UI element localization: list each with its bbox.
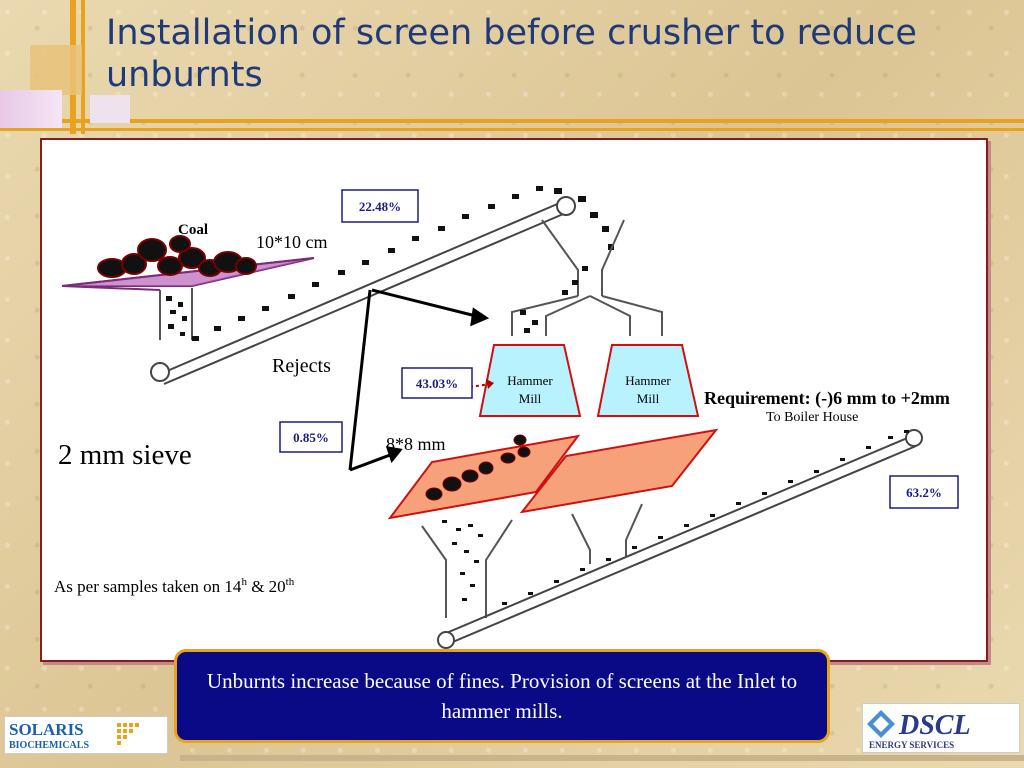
reject-arrows bbox=[348, 288, 490, 472]
solaris-logo-line2: BIOCHEMICALS bbox=[9, 740, 89, 751]
samples-text: As per samples taken on 14 bbox=[54, 577, 242, 596]
diagram-panel: Hammer Mill Hammer Mill bbox=[40, 138, 988, 662]
mill-inlet-arrow bbox=[469, 379, 494, 389]
hammer-mill-1-label-bottom: Mill bbox=[519, 391, 542, 406]
frame-horizontal-bar-2 bbox=[0, 128, 1024, 131]
samples-note: As per samples taken on 14h & 20th bbox=[54, 576, 295, 596]
boiler-label: To Boiler House bbox=[766, 410, 858, 425]
dscl-logo-line1: DSCL bbox=[898, 710, 971, 741]
screen-fines bbox=[442, 520, 483, 601]
pct-box-rejects: 0.85% bbox=[279, 421, 343, 453]
dscl-diamond-icon bbox=[867, 710, 895, 738]
lower-conveyor bbox=[437, 429, 923, 649]
pct-rejects: 0.85% bbox=[293, 430, 329, 445]
frame-vertical-bar-2 bbox=[81, 0, 85, 134]
bottom-strip bbox=[180, 755, 1024, 761]
screen-2 bbox=[519, 428, 719, 514]
summary-callout: Unburnts increase because of fines. Prov… bbox=[174, 649, 830, 743]
chute-material bbox=[520, 266, 588, 333]
lower-conveyor-material bbox=[502, 430, 909, 605]
dscl-logo-line2: ENERGY SERVICES bbox=[869, 740, 954, 750]
conveyor-material bbox=[192, 186, 614, 341]
hopper-fines bbox=[166, 296, 187, 336]
frame-horizontal-bar-1 bbox=[0, 119, 1024, 123]
solaris-logo-line1: SOLARIS bbox=[9, 720, 84, 739]
decor-rect-lilac bbox=[90, 95, 130, 123]
pct-conveyor-top: 22.48% bbox=[359, 199, 401, 214]
screen-lumps bbox=[425, 434, 531, 501]
samples-sup-1: h bbox=[241, 576, 247, 588]
samples-sup-2: th bbox=[286, 576, 295, 588]
samples-mid: & 20 bbox=[247, 577, 286, 596]
fines-funnel bbox=[421, 519, 513, 618]
hammer-mill-2-label-top: Hammer bbox=[625, 373, 671, 388]
solaris-logo: SOLARIS BIOCHEMICALS bbox=[4, 716, 168, 754]
process-diagram: Hammer Mill Hammer Mill bbox=[54, 186, 959, 649]
slide-title: Installation of screen before crusher to… bbox=[106, 13, 917, 95]
hammer-mill-2-label-bottom: Mill bbox=[637, 391, 660, 406]
screen-2-funnel bbox=[571, 503, 643, 564]
decor-square-orange bbox=[30, 45, 82, 95]
pct-box-boiler: 63.2% bbox=[889, 475, 959, 509]
size-label-8mm: 8*8 mm bbox=[386, 434, 446, 454]
solaris-logo-graphic: SOLARIS BIOCHEMICALS bbox=[9, 720, 139, 751]
requirement-label: Requirement: (-)6 mm to +2mm bbox=[704, 388, 950, 409]
pct-boiler: 63.2% bbox=[906, 485, 942, 500]
dscl-logo-graphic: DSCL ENERGY SERVICES bbox=[867, 710, 971, 750]
pct-box-hammer-inlet: 43.03% bbox=[401, 367, 473, 399]
hammer-mill-2: Hammer Mill bbox=[596, 344, 700, 417]
upper-conveyor bbox=[150, 196, 576, 385]
dscl-logo: DSCL ENERGY SERVICES bbox=[862, 703, 1020, 753]
pct-hammer-inlet: 43.03% bbox=[416, 376, 458, 391]
decor-rect-pink bbox=[0, 90, 62, 128]
summary-callout-text: Unburnts increase because of fines. Prov… bbox=[206, 669, 798, 723]
hammer-mill-1: Hammer Mill bbox=[478, 344, 582, 417]
rejects-label: Rejects bbox=[272, 355, 331, 377]
coal-label: Coal bbox=[178, 222, 208, 238]
coal-lumps bbox=[97, 235, 257, 278]
distribution-chute bbox=[511, 219, 663, 336]
hammer-mill-1-label-top: Hammer bbox=[507, 373, 553, 388]
pct-box-conveyor-top: 22.48% bbox=[341, 189, 419, 223]
size-label-10cm: 10*10 cm bbox=[256, 232, 328, 252]
sieve-label: 2 mm sieve bbox=[58, 439, 192, 471]
